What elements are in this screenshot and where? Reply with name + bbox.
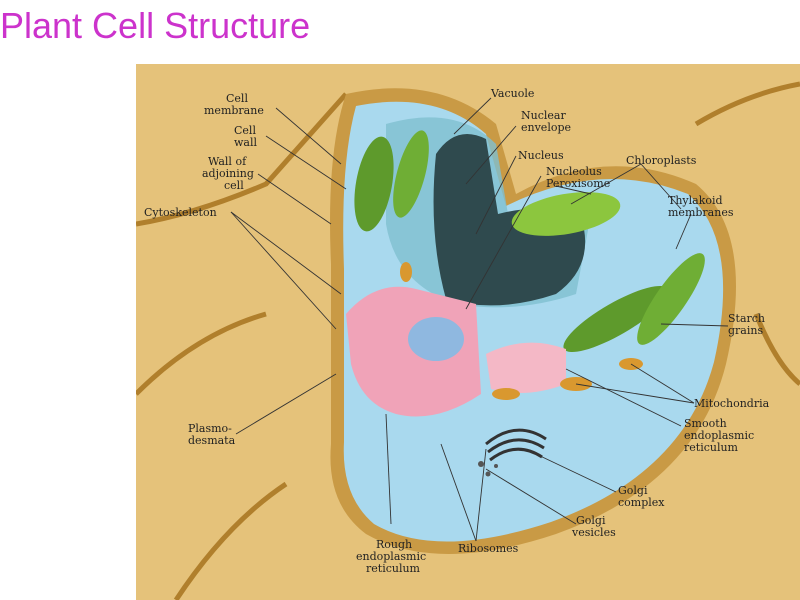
label-cytoskeleton: Cytoskeleton bbox=[144, 206, 217, 219]
golgi-vesicles-shape bbox=[478, 461, 498, 477]
label-wall-of-adjoining-cell: Wall of adjoining cell bbox=[202, 155, 257, 192]
label-smooth-er: Smooth endoplasmic reticulum bbox=[684, 417, 758, 454]
plant-cell-diagram: Cell membrane Cell wall Wall of adjoinin… bbox=[136, 64, 800, 600]
nucleolus bbox=[408, 317, 464, 361]
label-cell-wall: Cell wall bbox=[234, 124, 259, 149]
label-nuclear-envelope: Nuclear envelope bbox=[521, 109, 571, 134]
label-golgi-vesicles: Golgi vesicles bbox=[571, 514, 616, 539]
adjoining-cell-wall bbox=[136, 81, 800, 600]
label-nucleus: Nucleus bbox=[518, 149, 564, 162]
chloroplast bbox=[354, 136, 394, 232]
chloroplast bbox=[563, 285, 669, 353]
nucleus bbox=[433, 134, 586, 306]
label-cell-membrane: Cell membrane bbox=[204, 92, 264, 117]
leader-lines bbox=[230, 97, 729, 542]
slide-title: Plant Cell Structure bbox=[0, 5, 311, 46]
label-ribosomes: Ribosomes bbox=[458, 542, 519, 555]
label-peroxisome: Peroxisome bbox=[546, 177, 610, 190]
chloroplast-group bbox=[354, 130, 705, 353]
mitochondrion bbox=[492, 388, 520, 400]
label-golgi-complex: Golgi complex bbox=[618, 484, 665, 509]
mitochondrion bbox=[400, 262, 412, 282]
label-chloroplasts: Chloroplasts bbox=[626, 154, 697, 167]
label-plasmodesmata: Plasmo- desmata bbox=[188, 422, 236, 447]
smooth-er bbox=[486, 342, 566, 393]
chloroplast bbox=[393, 130, 429, 218]
label-vacuole: Vacuole bbox=[490, 87, 534, 100]
label-starch-grains: Starch grains bbox=[728, 312, 769, 337]
label-nucleolus: Nucleolus bbox=[546, 165, 602, 178]
label-mitochondria: Mitochondria bbox=[694, 397, 770, 410]
mitochondria-group bbox=[400, 262, 643, 400]
chloroplast bbox=[637, 253, 705, 345]
label-rough-er: Rough endoplasmic reticulum bbox=[356, 538, 430, 575]
label-thylakoid-membranes: Thylakoid membranes bbox=[668, 194, 734, 219]
chloroplast bbox=[511, 192, 621, 236]
